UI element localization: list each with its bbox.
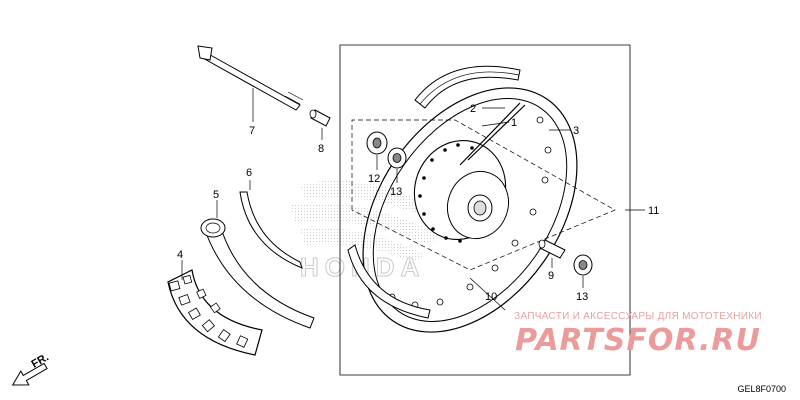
front-arrow-icon xyxy=(11,362,48,386)
hub-subframe xyxy=(351,119,616,271)
rim-band-6 xyxy=(239,191,303,269)
callout-8: 8 xyxy=(318,143,324,155)
leader-lines xyxy=(181,88,645,311)
tire-4 xyxy=(167,269,263,356)
tube-5 xyxy=(200,218,315,329)
hub xyxy=(413,140,509,243)
assembly-frame xyxy=(339,44,631,376)
axle-7 xyxy=(197,45,304,111)
callout-13-upper: 13 xyxy=(390,186,402,198)
callout-labels: 1 2 3 4 5 6 7 8 9 10 11 12 13 13 xyxy=(177,103,659,303)
callout-1: 1 xyxy=(511,117,517,129)
watermark-tagline: ЗАПЧАСТИ И АКСЕССУАРЫ ДЛЯ МОТОТЕХНИКИ xyxy=(514,311,762,322)
collar-8 xyxy=(309,109,331,127)
bearing-12 xyxy=(366,131,388,155)
watermark-site-logo: PARTSFOR.RU xyxy=(515,323,761,358)
callout-7: 7 xyxy=(249,125,255,137)
rim-band-lower xyxy=(347,244,431,319)
bearing-13-upper xyxy=(387,147,407,169)
callout-9: 9 xyxy=(548,270,554,282)
callout-12: 12 xyxy=(368,173,380,185)
callout-2: 2 xyxy=(470,103,476,115)
callout-4: 4 xyxy=(177,249,183,261)
collar-9 xyxy=(538,239,566,259)
callout-5: 5 xyxy=(213,189,219,201)
front-arrow-label: FR. xyxy=(30,351,51,370)
background-wing-logo xyxy=(290,180,440,262)
spokes xyxy=(459,102,526,166)
callout-10: 10 xyxy=(485,291,497,303)
diagram-code: GEL8F0700 xyxy=(737,384,786,394)
callout-11: 11 xyxy=(648,205,659,217)
callout-3: 3 xyxy=(573,125,579,137)
bearing-13-lower xyxy=(573,254,593,276)
callout-13-lower: 13 xyxy=(576,291,588,303)
callout-6: 6 xyxy=(246,167,252,179)
